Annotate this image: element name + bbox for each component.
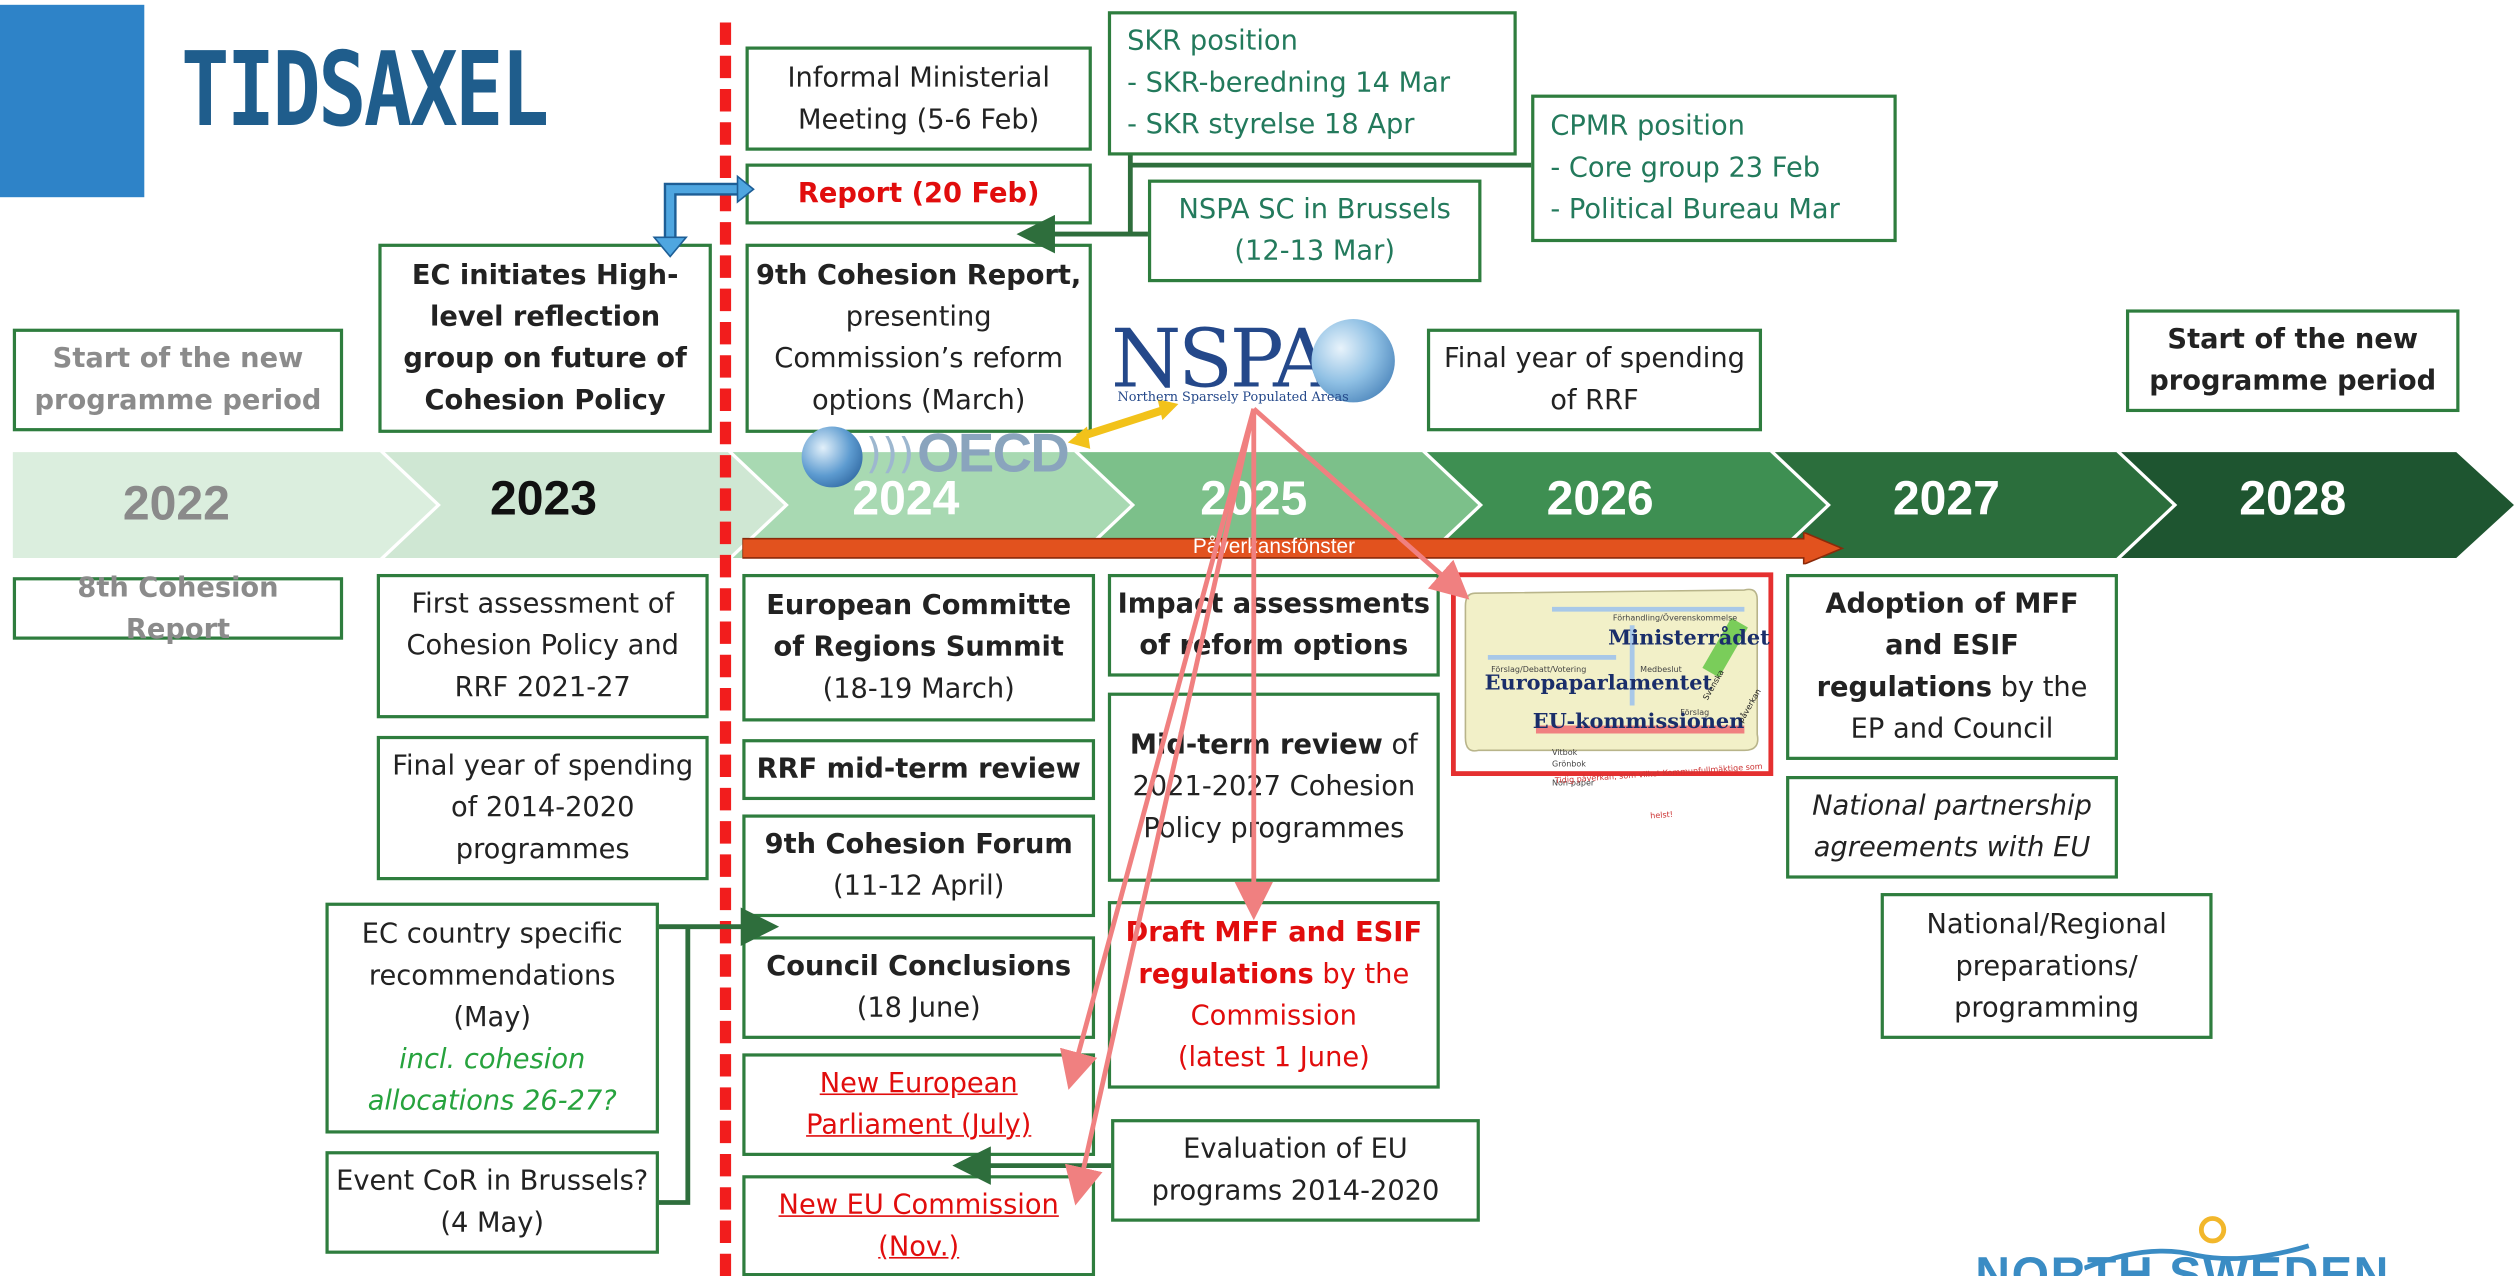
scroll-gronbok: Grönbok [1551,759,1586,770]
scroll-forhandling: Förhandling/Överenskommelse [1612,614,1738,624]
oecd-globe-icon [801,426,863,488]
blue-double-arrow [652,174,755,258]
nspa-sc-box: NSPA SC in Brussels (12-13 Mar) [1147,179,1482,283]
new-commission-box: New EU Commission (Nov.) [742,1175,1096,1276]
oecd-waves-icon: ))) [865,431,915,480]
scroll-forslag-debatt: Förslag/Debatt/Votering [1491,665,1587,675]
cor-summit-box: European Committe of Regions Summit (18-… [742,573,1096,722]
chevron-2026 [1426,452,1827,558]
scroll-illustration [1464,588,1759,752]
cpmr-position-box: CPMR position - Core group 23 Feb - Poli… [1531,94,1897,243]
midterm-review-box: Mid-term review of 2021-2027 Cohesion Po… [1107,692,1440,882]
chevron-2022 [12,452,437,558]
chevron-2023 [384,452,785,558]
first-assessment-box: First assessment of Cohesion Policy and … [376,573,709,719]
impact-assessments-box: Impact assessments of reform options [1107,573,1440,677]
skr-connector [1016,155,1532,254]
ec-hlg-box: EC initiates High-level reflection group… [378,243,712,433]
oecd-nspa-arrow [1067,399,1179,449]
today-dashed-line [719,22,732,1276]
north-sweden-logo-text: NORTH SWEDEN [1975,1252,2390,1276]
report-feb-box: Report (20 Feb) [745,163,1092,225]
scroll-europaparlamentet: Europaparlamentet [1484,671,1713,696]
nspa-logo: NSPA [1111,312,1331,406]
final-year-1420-box: Final year of spending of 2014-2020 prog… [376,735,709,881]
new-parliament-box: New European Parliament (July) [742,1053,1096,1156]
year-2022: 2022 [122,477,230,531]
council-conclusions-box: Council Conclusions (18 June) [742,936,1096,1039]
scroll-eu-kommissionen: EU-kommissionen [1532,710,1745,735]
year-2023: 2023 [490,472,598,526]
national-preparations-box: National/Regional preparations/ programm… [1880,893,2213,1039]
adoption-mff-box: Adoption of MFF and ESIF regulations by … [1786,573,2118,760]
skr-position-box: SKR position - SKR-beredning 14 Mar - SK… [1107,11,1517,156]
draft-mff-box: Draft MFF and ESIF regulations by the Co… [1107,901,1440,1089]
chevron-2028 [2121,452,2514,558]
nspa-logo-text: NSPA [1111,312,1331,406]
informal-meeting-box: Informal Ministerial Meeting (5-6 Feb) [745,46,1092,151]
scroll-non-paper: Non-paper [1551,779,1595,789]
scroll-medbeslut: Medbeslut [1640,665,1682,675]
legislative-process-graphic: Ministerrådet Europaparlamentet EU-kommi… [1450,572,1774,822]
rrf-midterm-box: RRF mid-term review [742,739,1096,801]
start-period-2028-box: Start of the new programme period [2125,309,2460,413]
nspa-globe-icon [1311,319,1395,403]
year-2024: 2024 [852,472,960,526]
cohesion-report-8-box: 8th Cohesion Report [12,572,344,645]
year-2026: 2026 [1546,472,1654,526]
page-title: TIDSAXEL [181,32,549,151]
event-cor-box: Event CoR in Brussels? (4 May) [325,1151,659,1254]
year-2028: 2028 [2239,472,2347,526]
scroll-ministerradet: Ministerrådet [1608,626,1770,651]
nspa-subtitle: Northern Sparsely Populated Areas [1117,389,1349,405]
cohesion-report-9-box: 9th Cohesion Report, presenting Commissi… [745,243,1092,433]
influence-window-arrow [742,532,1845,565]
ec-csr-box: EC country specific recommendations (May… [325,902,659,1134]
partnership-box: National partnership agreements with EU [1786,775,2118,879]
chevron-2025 [1079,452,1479,558]
north-sweden-sun-icon [2084,1216,2310,1271]
oecd-logo-text: OECD [917,423,1070,485]
chevron-2027 [1774,452,2173,558]
evaluation-box: Evaluation of EU programs 2014-2020 [1111,1119,1480,1222]
nspa-influence-arrows [1060,407,1470,1206]
csr-connector [658,907,780,1205]
year-2027: 2027 [1892,472,2000,526]
scroll-forslag: Förslag [1680,708,1710,719]
start-period-2022-box: Start of the new programme period [12,328,344,432]
scroll-vitbok: Vitbok [1551,748,1578,759]
title-accent-bar [0,4,145,198]
final-year-rrf-box: Final year of spending of RRF [1426,328,1763,432]
cohesion-forum-box: 9th Cohesion Forum (11-12 April) [742,814,1096,918]
